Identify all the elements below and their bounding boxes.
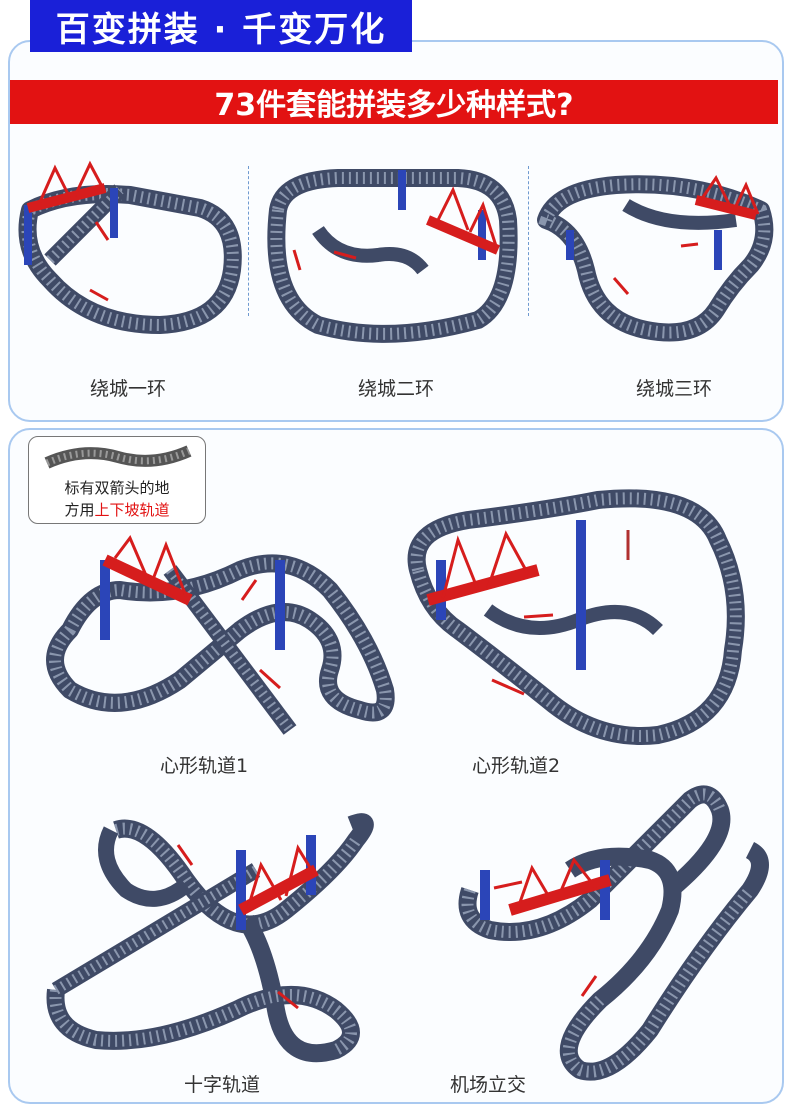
caption-ring-3: 绕城三环 xyxy=(635,378,712,400)
double-arrow-icon xyxy=(258,668,282,690)
caption-cross: 十字轨道 xyxy=(183,1074,260,1096)
caption-heart-1: 心形轨道1 xyxy=(159,755,249,777)
slope-legend: 标有双箭头的地 方用上下坡轨道 xyxy=(28,436,206,524)
track-heart-2-illustration xyxy=(407,489,745,745)
double-arrow-icon xyxy=(176,844,194,866)
divider-2 xyxy=(528,166,529,316)
double-arrow-icon xyxy=(491,678,525,696)
legend-highlight: 上下坡轨道 xyxy=(94,501,170,519)
double-arrow-icon xyxy=(240,579,258,601)
double-arrow-icon xyxy=(493,880,523,890)
track-ring-1-illustration xyxy=(18,160,242,334)
double-arrow-icon xyxy=(680,242,699,248)
double-arrow-icon xyxy=(580,975,598,997)
legend-line-2: 方用上下坡轨道 xyxy=(29,499,205,520)
caption-ring-2: 绕城二环 xyxy=(357,378,434,400)
layouts-panel-bottom xyxy=(8,428,784,1104)
caption-ring-1: 绕城一环 xyxy=(89,378,166,400)
track-ring-3-illustration xyxy=(537,175,774,342)
track-airport-illustration xyxy=(458,785,769,1081)
legend-line-2-prefix: 方用 xyxy=(64,501,95,519)
double-arrow-icon xyxy=(277,990,299,1010)
double-arrow-icon xyxy=(612,277,630,295)
slope-track-piece-icon xyxy=(44,445,192,469)
legend-line-1: 标有双箭头的地 xyxy=(64,479,170,497)
double-arrow-icon xyxy=(94,221,110,241)
header-banner: 73件套能拼装多少种样式? xyxy=(10,80,778,124)
track-ring-2-illustration xyxy=(267,169,518,343)
header-tag: 百变拼装 · 千变万化 xyxy=(30,0,412,52)
double-arrow-icon xyxy=(523,613,554,619)
double-arrow-icon xyxy=(89,288,109,302)
double-arrow-icon xyxy=(333,250,357,260)
double-arrow-icon xyxy=(292,249,302,271)
track-heart-1-illustration xyxy=(46,535,395,735)
caption-heart-2: 心形轨道2 xyxy=(471,755,561,777)
track-cross-illustration xyxy=(46,813,374,1063)
caption-airport: 机场立交 xyxy=(449,1074,526,1096)
divider-1 xyxy=(248,166,249,316)
